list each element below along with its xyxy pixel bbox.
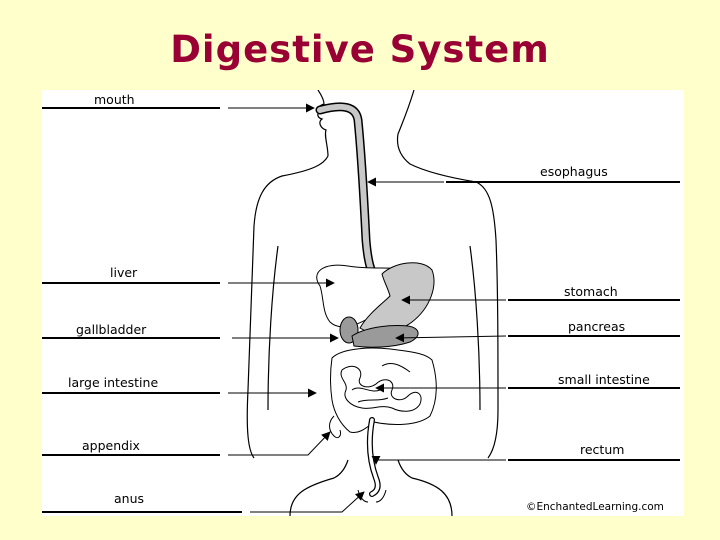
anus-pointer — [250, 491, 365, 513]
diagram-panel: mouth esophagus liver stomach gallbladde… — [42, 90, 684, 516]
label-appendix: appendix — [82, 438, 140, 453]
label-mouth: mouth — [94, 92, 135, 107]
pancreas-pointer — [395, 333, 507, 343]
pointer-arrows — [228, 103, 507, 513]
label-esophagus: esophagus — [540, 164, 608, 179]
digestive-diagram: mouth esophagus liver stomach gallbladde… — [42, 90, 680, 516]
rectum-pointer — [371, 455, 506, 465]
body-outline — [246, 90, 499, 516]
label-lines-right — [446, 181, 680, 461]
label-gallbladder: gallbladder — [76, 322, 147, 337]
appendix-pointer — [228, 431, 331, 456]
appendix-organ — [329, 415, 341, 439]
label-stomach: stomach — [564, 284, 618, 299]
organs — [315, 102, 437, 503]
label-anus: anus — [114, 491, 144, 506]
label-liver: liver — [110, 265, 138, 280]
label-lines-left — [42, 107, 242, 513]
label-rectum: rectum — [580, 442, 624, 457]
credit-text: ©EnchantedLearning.com — [526, 501, 664, 513]
label-pancreas: pancreas — [568, 319, 625, 334]
label-large-intestine: large intestine — [68, 375, 158, 390]
slide-title: Digestive System — [170, 28, 550, 71]
label-small-intestine: small intestine — [558, 372, 650, 387]
